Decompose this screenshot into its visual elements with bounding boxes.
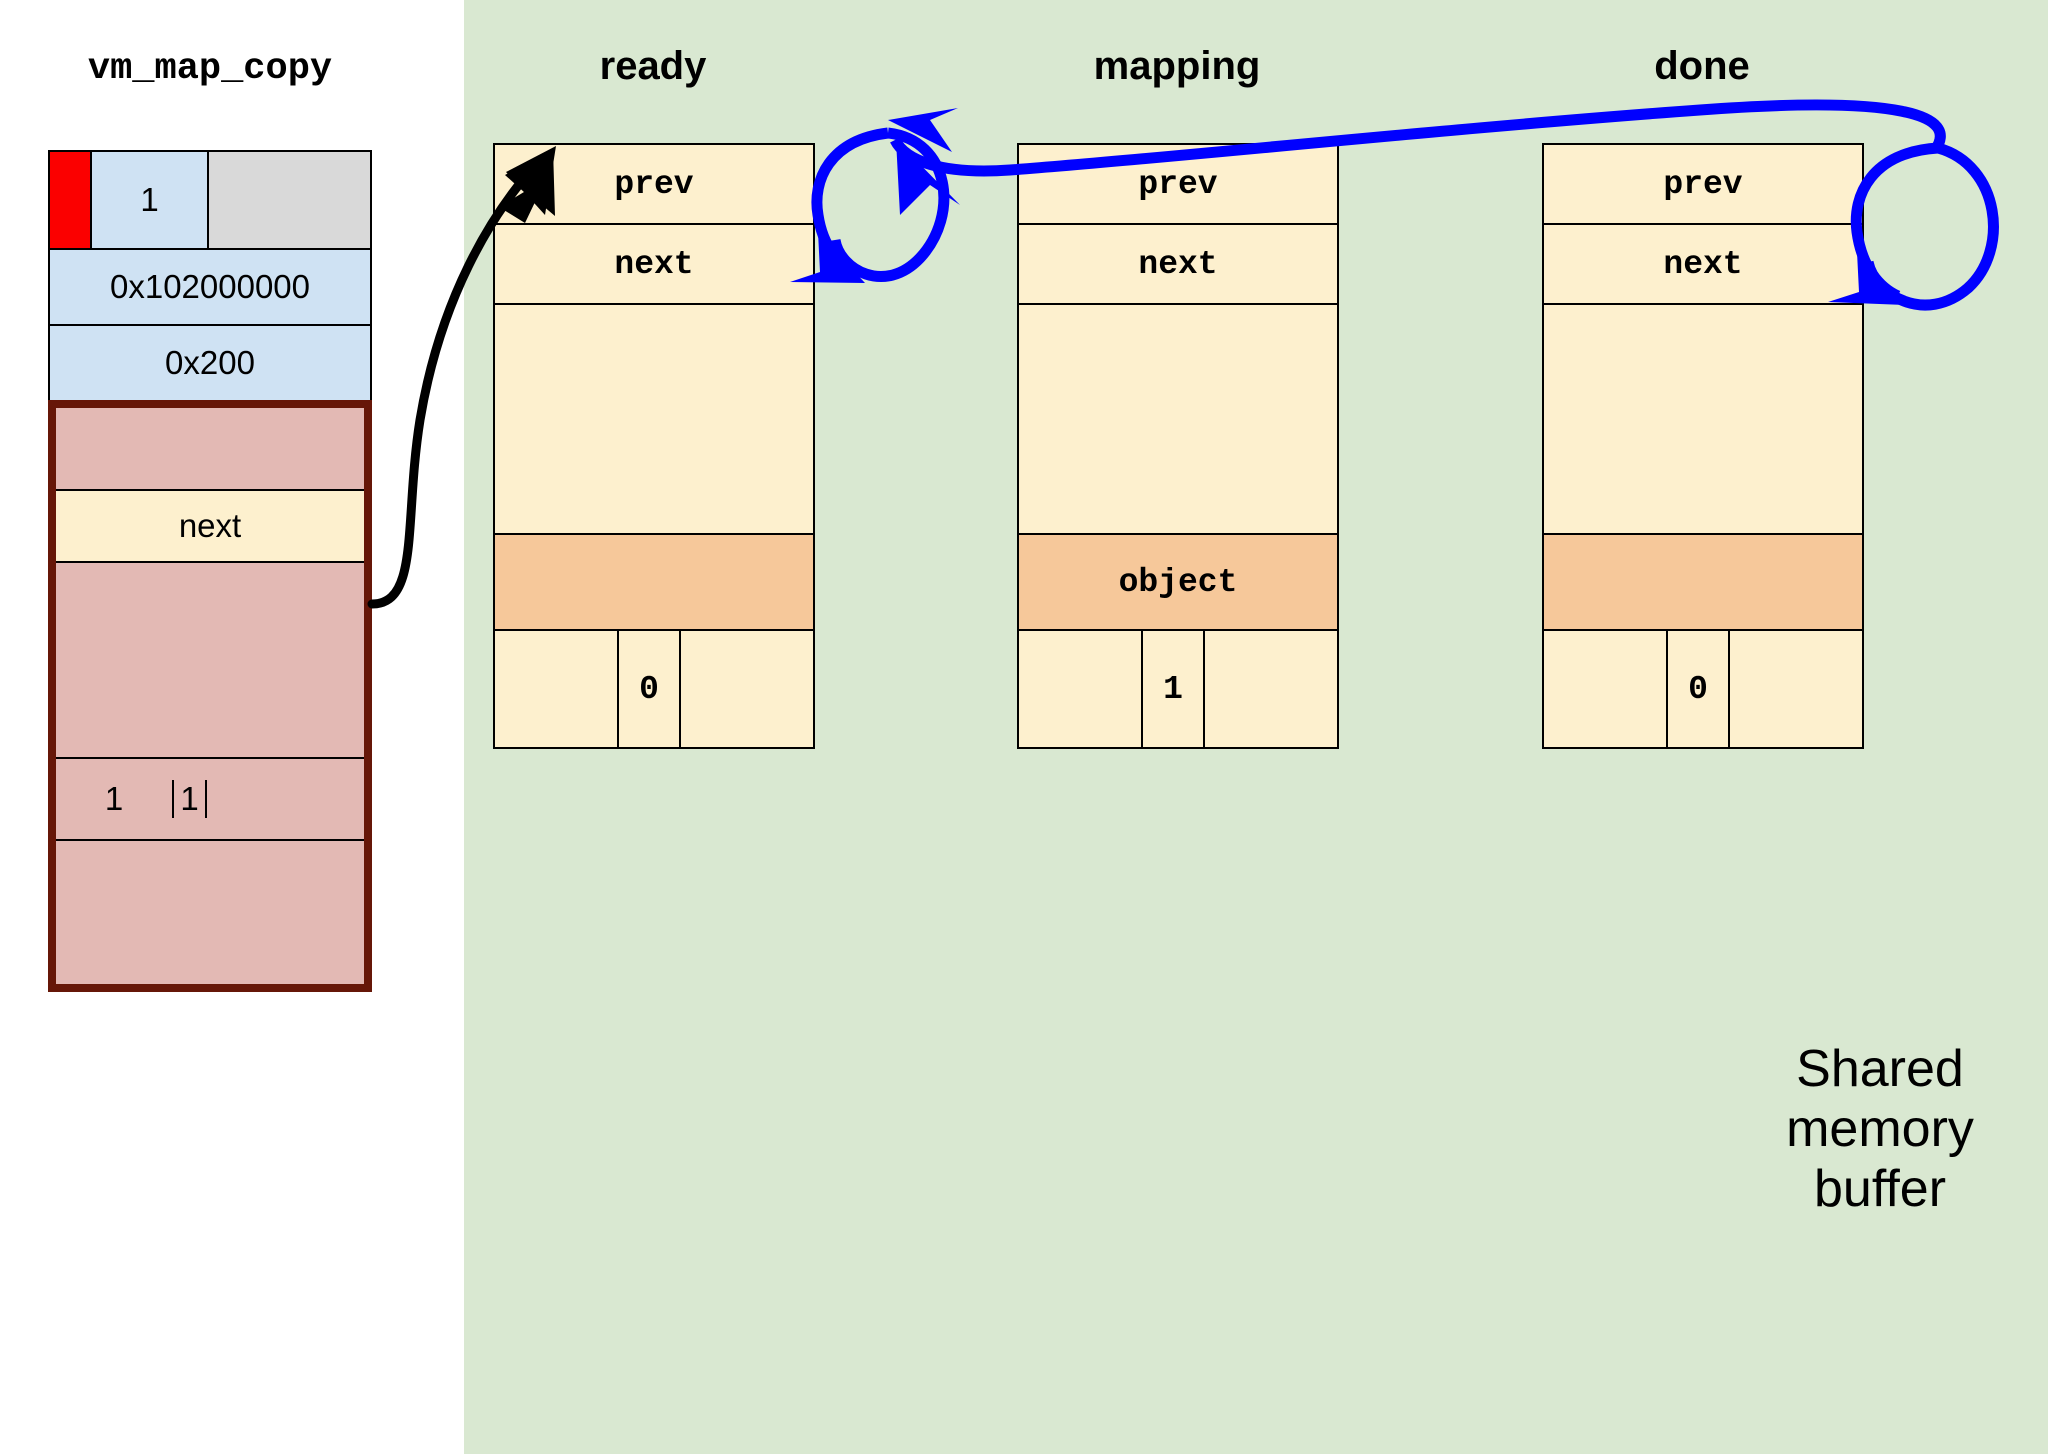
vm-map-copy-flag-red bbox=[50, 152, 92, 248]
vm-map-copy-entry-pad-top bbox=[56, 408, 364, 489]
shared-caption-line-2: memory bbox=[1786, 1099, 1974, 1158]
done-footer-cell-b: 0 bbox=[1668, 631, 1730, 747]
node-title-ready: ready bbox=[599, 44, 707, 88]
vm-map-copy-size-row: 0x200 bbox=[48, 324, 372, 402]
ready-object-row bbox=[493, 533, 815, 631]
vm-map-copy-flag-a: 1 bbox=[56, 780, 174, 818]
mapping-blank-row bbox=[1017, 303, 1339, 535]
vm-map-copy-offset-row: 0x102000000 bbox=[48, 248, 372, 326]
mapping-footer-cell-c bbox=[1205, 631, 1337, 747]
vm-map-copy-count-cell: 1 bbox=[92, 152, 209, 248]
shared-caption-line-1: Shared bbox=[1796, 1040, 1964, 1098]
ready-footer-row: 0 bbox=[493, 629, 815, 749]
ready-blank-row bbox=[493, 303, 815, 535]
ready-next-row: next bbox=[493, 223, 815, 305]
mapping-next-row: next bbox=[1017, 223, 1339, 305]
vm-map-copy-reserved-cell bbox=[209, 152, 370, 248]
mapping-object-row: object bbox=[1017, 533, 1339, 631]
vm-map-copy-entry-next: next bbox=[56, 489, 364, 561]
vm-map-copy-entry-flags-row: 1 1 bbox=[56, 757, 364, 839]
node-done: prev next 0 bbox=[1542, 143, 1864, 749]
done-footer-cell-c bbox=[1730, 631, 1862, 747]
ready-footer-cell-b: 0 bbox=[619, 631, 681, 747]
vm-map-copy-entry-pad-bottom bbox=[56, 839, 364, 984]
mapping-footer-row: 1 bbox=[1017, 629, 1339, 749]
mapping-footer-cell-a bbox=[1019, 631, 1143, 747]
done-next-row: next bbox=[1542, 223, 1864, 305]
done-object-row bbox=[1542, 533, 1864, 631]
shared-memory-caption: Shared memory buffer bbox=[1740, 1040, 2020, 1219]
vm-map-copy-entry-list: next 1 1 bbox=[48, 400, 372, 992]
node-ready: prev next 0 bbox=[493, 143, 815, 749]
ready-footer-cell-a bbox=[495, 631, 619, 747]
shared-caption-line-3: buffer bbox=[1813, 1159, 1947, 1218]
mapping-footer-cell-b: 1 bbox=[1143, 631, 1205, 747]
done-footer-cell-a bbox=[1544, 631, 1668, 747]
ready-prev-row: prev bbox=[493, 143, 815, 225]
node-mapping: prev next object 1 bbox=[1017, 143, 1339, 749]
done-blank-row bbox=[1542, 303, 1864, 535]
vm-map-copy-header-row: 1 bbox=[48, 150, 372, 250]
node-title-mapping: mapping bbox=[1093, 44, 1261, 88]
done-footer-row: 0 bbox=[1542, 629, 1864, 749]
vm-map-copy-title: vm_map_copy bbox=[87, 48, 333, 90]
node-title-done: done bbox=[1654, 44, 1750, 88]
vm-map-copy-flag-b: 1 bbox=[174, 780, 207, 818]
vm-map-copy-entry-pad-mid bbox=[56, 561, 364, 757]
mapping-prev-row: prev bbox=[1017, 143, 1339, 225]
vm-map-copy-struct: 1 0x102000000 0x200 next 1 1 bbox=[48, 150, 372, 992]
ready-footer-cell-c bbox=[681, 631, 813, 747]
done-prev-row: prev bbox=[1542, 143, 1864, 225]
